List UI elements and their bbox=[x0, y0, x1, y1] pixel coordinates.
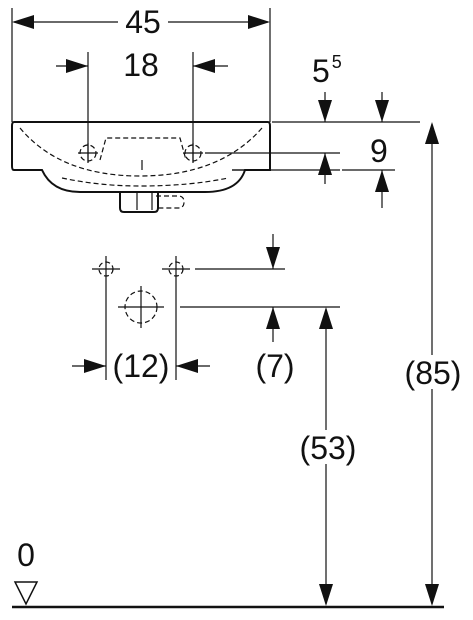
arrow-bottom-up bbox=[266, 307, 280, 329]
supply-left-symbol bbox=[92, 256, 120, 282]
basin-outline bbox=[11, 121, 271, 193]
arrow-right bbox=[176, 359, 198, 373]
rim-height-dimension: 9 bbox=[205, 133, 395, 208]
arrow-left bbox=[12, 15, 34, 29]
arrow-left-up bbox=[318, 153, 332, 175]
total-height-label: (85) bbox=[405, 355, 462, 391]
bowl-bottom-dashed bbox=[61, 177, 229, 187]
overflow-dashed bbox=[156, 195, 185, 209]
overall-width-label: 45 bbox=[125, 4, 161, 40]
basin-side-view bbox=[11, 121, 271, 213]
arrow-left bbox=[84, 359, 106, 373]
waste-height-label: (53) bbox=[300, 430, 357, 466]
tap-hole-spacing-dimension: 18 bbox=[56, 47, 228, 162]
overall-width-dimension: 45 bbox=[11, 4, 271, 122]
tap-platform-dashed bbox=[99, 137, 187, 161]
label-background bbox=[398, 355, 468, 389]
arrow-right bbox=[193, 59, 215, 73]
arrow-left-down bbox=[318, 100, 332, 122]
arrow-down bbox=[319, 584, 333, 606]
arrow-right-up bbox=[375, 170, 389, 192]
arrow-right-down bbox=[375, 100, 389, 122]
waste-fitting bbox=[119, 192, 159, 213]
wall-connection-plan bbox=[92, 256, 340, 380]
rim-height-label: 9 bbox=[370, 133, 388, 169]
floor-level-label: 0 bbox=[17, 537, 35, 573]
waste-outlet-symbol bbox=[118, 286, 164, 328]
floor-datum: 0 bbox=[12, 537, 444, 609]
total-height-dimension: (85) bbox=[398, 122, 468, 606]
arrow-right bbox=[248, 15, 270, 29]
waste-spacing-label: (12) bbox=[113, 348, 170, 384]
waste-offset-dimension: (7) bbox=[255, 234, 295, 384]
label-background bbox=[118, 6, 168, 38]
arrow-top-down bbox=[266, 247, 280, 269]
waste-offset-label: (7) bbox=[255, 348, 294, 384]
arrow-left bbox=[66, 59, 88, 73]
waste-height-dimension: (53) bbox=[296, 307, 360, 606]
datum-triangle-icon bbox=[13, 581, 39, 606]
tap-hole-spacing-label: 18 bbox=[123, 47, 159, 83]
waste-spacing-dimension: (12) bbox=[72, 348, 210, 384]
arrow-down bbox=[425, 584, 439, 606]
bowl-inner-dashed bbox=[19, 127, 263, 177]
arrow-up bbox=[425, 122, 439, 144]
arrow-up bbox=[319, 307, 333, 329]
supply-right-symbol bbox=[162, 256, 190, 282]
tap-hole-left-symbol bbox=[78, 143, 98, 163]
label-background bbox=[296, 430, 360, 464]
tap-hole-right-symbol bbox=[183, 143, 203, 163]
